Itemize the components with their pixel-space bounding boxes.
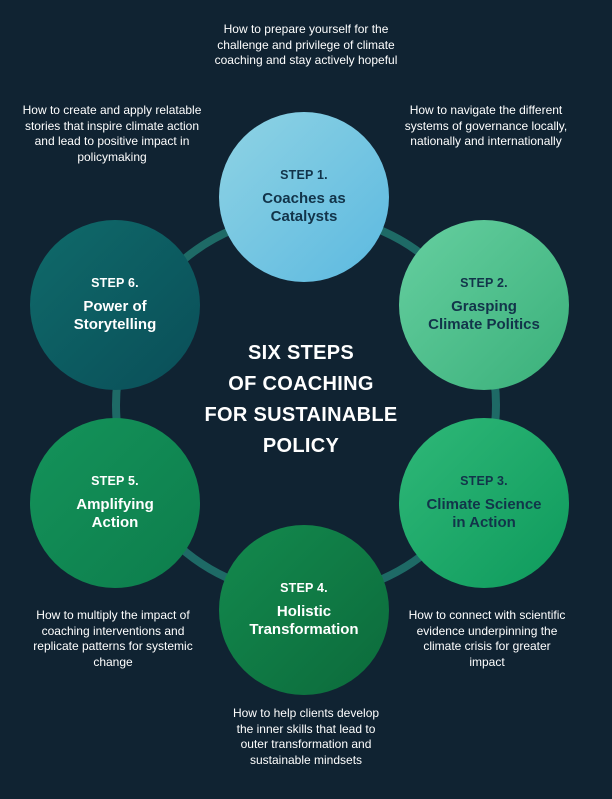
step-4-description: How to help clients develop the inner sk… <box>232 706 380 767</box>
step-2-description: How to navigate the different systems of… <box>404 103 568 148</box>
step-1-label: STEP 1. <box>280 168 328 182</box>
step-6-description: How to create and apply relatable storie… <box>22 103 202 164</box>
diagram-title-line-3: FOR SUSTAINABLE <box>204 404 398 426</box>
step-2-label: STEP 2. <box>460 276 508 290</box>
step-5-circle: STEP 5. Amplifying Action <box>30 418 200 588</box>
step-5-description: How to multiply the impact of coaching i… <box>33 608 193 669</box>
diagram-title-line-2: OF COACHING <box>228 373 374 395</box>
step-3-title-line-1: Climate Science <box>426 496 542 513</box>
step-5-title-line-2: Action <box>91 514 139 531</box>
step-6-title-line-1: Power of <box>83 298 147 315</box>
diagram-title-line-1: SIX STEPS <box>247 342 355 364</box>
step-2-title-line-1: Grasping <box>451 298 517 315</box>
step-1-description: How to prepare yourself for the challeng… <box>214 22 398 67</box>
diagram-title: SIX STEPS OF COACHING FOR SUSTAINABLE PO… <box>171 338 431 462</box>
step-5-title-line-1: Amplifying <box>76 496 154 513</box>
step-6-title-line-2: Storytelling <box>73 316 157 333</box>
step-4-title: Holistic Transformation <box>249 603 358 639</box>
step-6-circle: STEP 6. Power of Storytelling <box>30 220 200 390</box>
step-4-label: STEP 4. <box>280 581 328 595</box>
step-1-title-line-2: Catalysts <box>270 208 338 225</box>
step-1-circle: STEP 1. Coaches as Catalysts <box>219 112 389 282</box>
step-4-title-line-1: Holistic <box>276 603 332 620</box>
step-3-label: STEP 3. <box>460 474 508 488</box>
step-2-title: Grasping Climate Politics <box>428 298 540 334</box>
step-4-title-line-2: Transformation <box>249 621 359 638</box>
step-1-title: Coaches as Catalysts <box>262 190 345 226</box>
step-3-title: Climate Science in Action <box>426 496 541 532</box>
step-6-title: Power of Storytelling <box>74 298 157 334</box>
diagram-title-line-4: POLICY <box>262 435 340 457</box>
step-5-title: Amplifying Action <box>76 496 154 532</box>
step-3-circle: STEP 3. Climate Science in Action <box>399 418 569 588</box>
step-6-label: STEP 6. <box>91 276 139 290</box>
step-3-description: How to connect with scientific evidence … <box>408 608 566 669</box>
step-2-title-line-2: Climate Politics <box>428 316 540 333</box>
step-2-circle: STEP 2. Grasping Climate Politics <box>399 220 569 390</box>
step-1-title-line-1: Coaches as <box>262 190 346 207</box>
step-3-title-line-2: in Action <box>452 514 516 531</box>
step-5-label: STEP 5. <box>91 474 139 488</box>
step-4-circle: STEP 4. Holistic Transformation <box>219 525 389 695</box>
